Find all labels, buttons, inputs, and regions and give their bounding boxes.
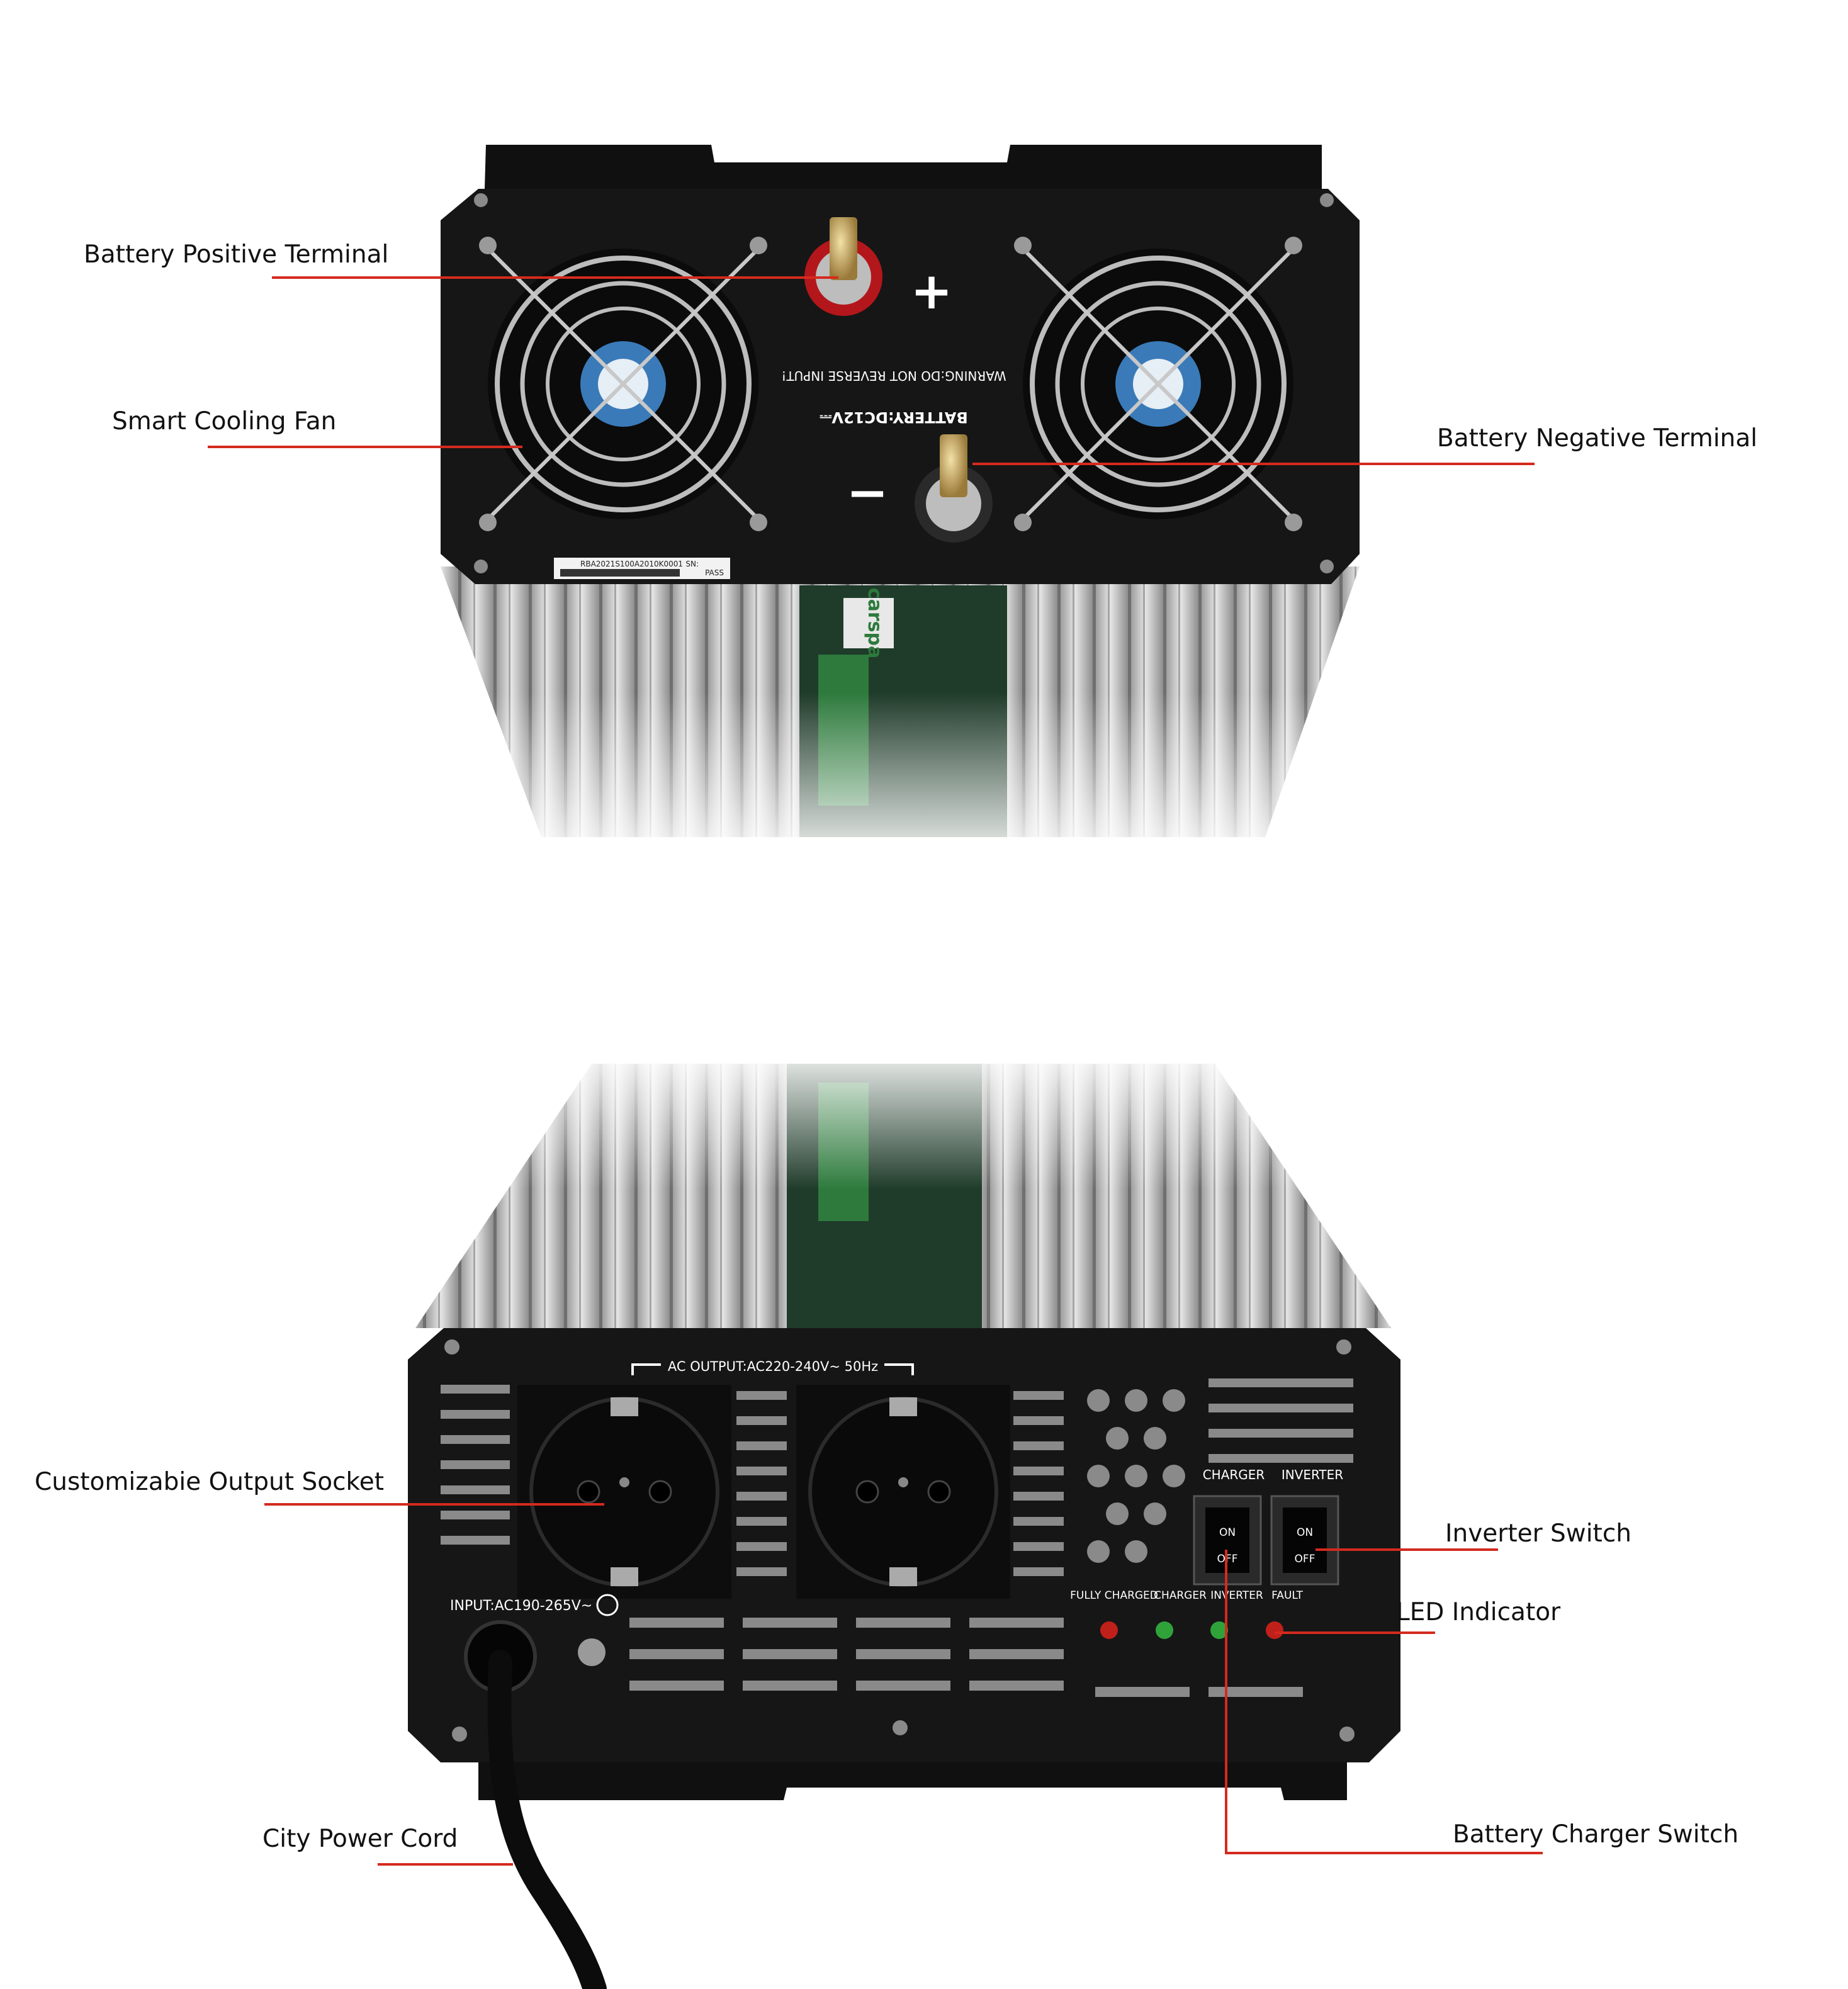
ground-screw	[578, 1638, 606, 1666]
led-fully-charged	[1100, 1621, 1118, 1639]
leader-city-cord-h	[378, 1863, 513, 1866]
negative-terminal	[915, 434, 993, 543]
right-cooling-fan	[1014, 237, 1302, 531]
front-panel-screws	[444, 1339, 1355, 1742]
leader-cooling-fan	[208, 446, 522, 448]
input-label: INPUT:AC190-265V~	[450, 1598, 592, 1614]
led-label-charger: CHARGER	[1154, 1589, 1207, 1602]
inverter-switch	[1270, 1495, 1339, 1586]
led-fault	[1266, 1621, 1283, 1639]
leader-charger-switch-h	[1225, 1852, 1543, 1854]
pass-label: PASS	[705, 568, 724, 577]
ac-output-bracket	[631, 1363, 914, 1375]
led-label-fault: FAULT	[1271, 1589, 1303, 1602]
leader-led-indicator	[1275, 1631, 1435, 1634]
front-bottom-bracket	[478, 1762, 1347, 1800]
inverter-switch-label: INVERTER	[1282, 1467, 1343, 1482]
city-power-cord	[487, 1650, 607, 1989]
front-vents	[441, 1378, 1353, 1697]
charger-switch-on: ON	[1219, 1526, 1236, 1539]
inverter-switch-on: ON	[1297, 1526, 1313, 1539]
left-cooling-fan	[479, 237, 767, 531]
callout-battery-negative: Battery Negative Terminal	[1437, 424, 1757, 453]
charger-switch-label: CHARGER	[1203, 1467, 1265, 1482]
plus-sign: +	[910, 262, 952, 320]
serial-number: RBA2021S100A2010K0001	[580, 560, 683, 568]
charger-switch-off: OFF	[1217, 1553, 1238, 1565]
top-brand-area	[843, 598, 894, 648]
serial-barcode	[560, 569, 680, 577]
ac-output-label: AC OUTPUT:AC220-240V~ 50Hz	[668, 1359, 878, 1374]
top-mounting-bracket	[485, 145, 1322, 189]
leader-battery-negative	[972, 463, 1535, 465]
leader-output-socket	[264, 1503, 604, 1506]
top-brand-text: carspa	[864, 588, 886, 658]
battery-text: BATTERY:DC12V⎓	[820, 409, 967, 426]
callout-city-cord: City Power Cord	[262, 1825, 458, 1853]
positive-terminal	[804, 217, 882, 316]
minus-sign: −	[846, 463, 888, 522]
top-fade	[441, 692, 1360, 843]
led-charger	[1156, 1621, 1173, 1639]
ground-symbol	[596, 1594, 619, 1616]
top-view: carspa	[441, 145, 1360, 843]
leader-inverter-switch	[1316, 1548, 1498, 1551]
output-socket-right	[796, 1385, 1010, 1599]
charger-switch	[1193, 1495, 1262, 1586]
callout-led-indicator: LED Indicator	[1396, 1598, 1561, 1626]
inverter-switch-off: OFF	[1295, 1553, 1316, 1565]
warning-text: WARNING:DO NOT REVERSE INPUT!	[781, 368, 1006, 383]
leader-charger-switch-v	[1225, 1550, 1227, 1854]
serial-prefix: SN:	[685, 560, 699, 568]
callout-charger-switch: Battery Charger Switch	[1453, 1820, 1739, 1849]
output-socket-left	[517, 1385, 731, 1599]
callout-battery-positive: Battery Positive Terminal	[84, 240, 389, 269]
callout-cooling-fan: Smart Cooling Fan	[112, 407, 337, 436]
led-inverter	[1210, 1621, 1228, 1639]
callout-output-socket: Customizabie Output Socket	[35, 1468, 385, 1496]
callout-inverter-switch: Inverter Switch	[1445, 1519, 1631, 1548]
top-panel-screws	[474, 193, 1334, 573]
led-label-inverter: INVERTER	[1210, 1589, 1263, 1602]
led-label-fully-charged: FULLY CHARGED	[1070, 1589, 1158, 1602]
front-view: AC OUTPUT:AC220-240V~ 50Hz CHARGER INVER…	[408, 1064, 1400, 1989]
leader-battery-positive	[272, 276, 838, 279]
front-fade	[415, 1064, 1391, 1190]
